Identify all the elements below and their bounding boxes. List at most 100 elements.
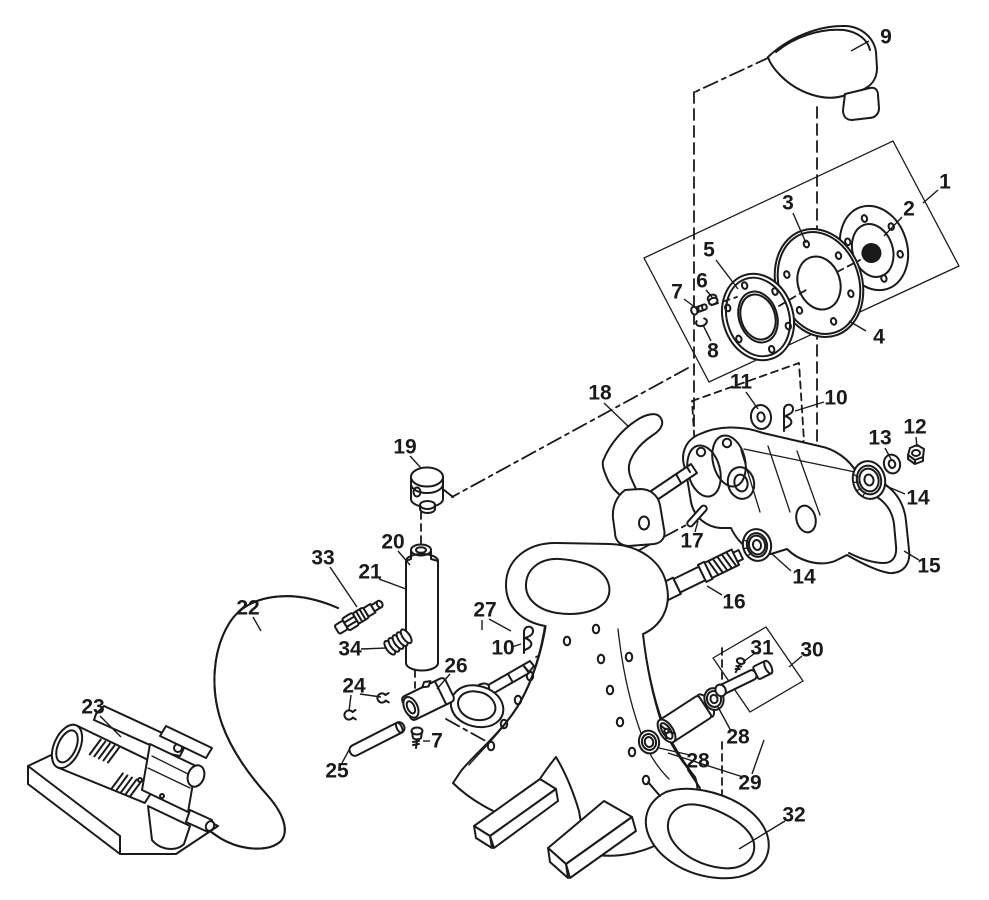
callout-28: 28	[686, 750, 710, 773]
callout-3: 3	[782, 192, 794, 215]
callout-13: 13	[868, 427, 891, 450]
frame-holes	[486, 623, 651, 786]
leader-line-7	[683, 298, 697, 309]
leader-line-11	[745, 391, 759, 410]
washer-11	[749, 404, 773, 430]
callout-32: 32	[782, 804, 805, 827]
leader-line-30	[788, 655, 803, 668]
callout-1: 1	[939, 171, 951, 194]
leader-line-25	[341, 749, 350, 764]
leader-line-32	[738, 820, 786, 850]
leader-line-20	[397, 550, 411, 566]
callout-11: 11	[730, 371, 753, 394]
wheel-guard	[767, 24, 880, 121]
bearing-14-lower	[741, 528, 773, 562]
callout-28: 28	[726, 726, 750, 749]
callout-5: 5	[703, 239, 715, 262]
hose-coupling-33	[334, 599, 384, 635]
large-plate	[773, 228, 865, 338]
upper-frame-arm	[682, 426, 911, 575]
hydraulic-hose-22	[194, 595, 339, 850]
washer-28a	[637, 729, 661, 755]
callout-8: 8	[707, 340, 719, 363]
callout-14: 14	[906, 487, 930, 510]
leader-line-24	[359, 693, 382, 698]
e-clip-24a	[343, 709, 357, 721]
pin-30	[714, 659, 774, 698]
leader-line-15	[903, 550, 920, 561]
callout-17: 17	[680, 530, 703, 553]
leader-line-8	[702, 324, 712, 342]
leader-line-2	[883, 216, 903, 237]
fastener-nut-6	[706, 293, 719, 306]
callout-33: 33	[311, 547, 334, 570]
leader-line-10	[794, 401, 825, 412]
callout-16: 16	[722, 591, 745, 614]
callout-31: 31	[750, 637, 774, 660]
callout-18: 18	[588, 382, 612, 405]
cylinder-cap-19	[410, 466, 454, 514]
callout-29: 29	[738, 772, 761, 795]
leader-line-16	[706, 585, 723, 596]
leader-line-28	[717, 706, 732, 732]
leader-line-31	[742, 652, 756, 663]
leader-line-27	[488, 618, 512, 632]
pin-17	[686, 504, 708, 528]
callout-30: 30	[800, 639, 823, 662]
leader-line-9	[850, 40, 870, 52]
callout-34: 34	[338, 638, 362, 661]
leader-line-19	[409, 455, 422, 469]
leader-line-18	[603, 402, 630, 428]
leader-line-17	[694, 520, 699, 533]
fastener-screw-7	[690, 303, 708, 316]
leader-line-13	[884, 447, 892, 460]
callout-27: 27	[473, 599, 496, 622]
leader-line-14	[885, 485, 906, 495]
hex-nut-12	[907, 444, 925, 465]
callout-2: 2	[903, 198, 915, 221]
leader-line-14	[770, 552, 792, 572]
bottom-frame-32	[473, 769, 770, 880]
callout-15: 15	[917, 555, 941, 578]
callout-12: 12	[903, 416, 926, 439]
callout-9: 9	[880, 26, 892, 49]
artwork	[27, 24, 960, 880]
callout-26: 26	[444, 655, 467, 678]
pin-25	[348, 721, 406, 757]
leader-line-1	[922, 189, 939, 204]
callout-10: 10	[824, 387, 847, 410]
r-clip-10-lower	[523, 625, 534, 654]
leader-line-33	[329, 566, 358, 608]
r-clip-10	[783, 403, 794, 432]
spring-34	[383, 628, 413, 656]
e-clip-24b	[376, 692, 390, 704]
leader-line-29	[751, 739, 765, 775]
callout-10: 10	[491, 637, 514, 660]
hydraulic-cylinder	[405, 543, 439, 672]
coupler-26	[401, 677, 455, 721]
leader-line-12	[915, 436, 918, 448]
callout-7: 7	[431, 730, 443, 753]
callout-23: 23	[81, 696, 104, 719]
leader-line-24	[348, 694, 352, 712]
group-box-30	[712, 626, 804, 713]
callout-25: 25	[325, 760, 349, 783]
leader-line-26	[436, 673, 451, 690]
leader-line-34	[360, 647, 388, 650]
callout-20: 20	[381, 531, 404, 554]
grip-pin-27	[449, 625, 535, 729]
screw-7-lower	[410, 726, 424, 749]
leader-line-5	[715, 259, 739, 290]
callout-6: 6	[696, 270, 708, 293]
leader-line-4	[848, 320, 867, 332]
leader-line-3	[792, 212, 807, 244]
callout-19: 19	[393, 436, 416, 459]
leader-line-29	[667, 752, 744, 778]
cutter-arm-18	[601, 413, 698, 547]
leader-line-21	[378, 578, 407, 590]
callouts-layer: 9123567841110121314151416171819202133223…	[81, 26, 951, 850]
hand-pump-23	[27, 705, 219, 855]
callout-14: 14	[792, 566, 816, 589]
leader-line-22	[252, 616, 262, 632]
